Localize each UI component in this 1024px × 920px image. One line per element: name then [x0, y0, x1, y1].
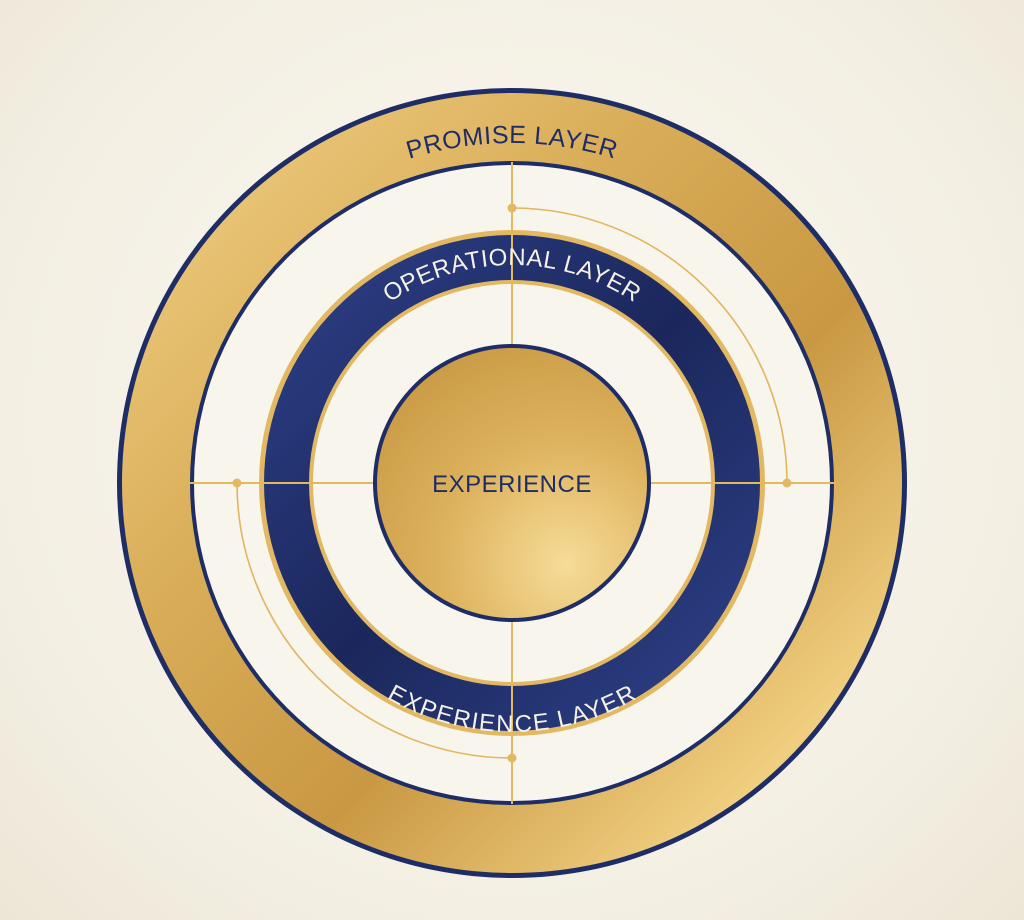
- connector-dot-bottom: [507, 753, 517, 763]
- core-circle: [377, 348, 647, 618]
- connector-dot-top: [507, 203, 517, 213]
- connector-arc-top-right: [511, 207, 788, 484]
- core-label: EXPERIENCE: [432, 471, 592, 498]
- connector-arc-bottom-left: [236, 482, 513, 759]
- connector-dot-right: [782, 478, 792, 488]
- axis-lines: [190, 162, 834, 804]
- connector-dot-left: [232, 478, 242, 488]
